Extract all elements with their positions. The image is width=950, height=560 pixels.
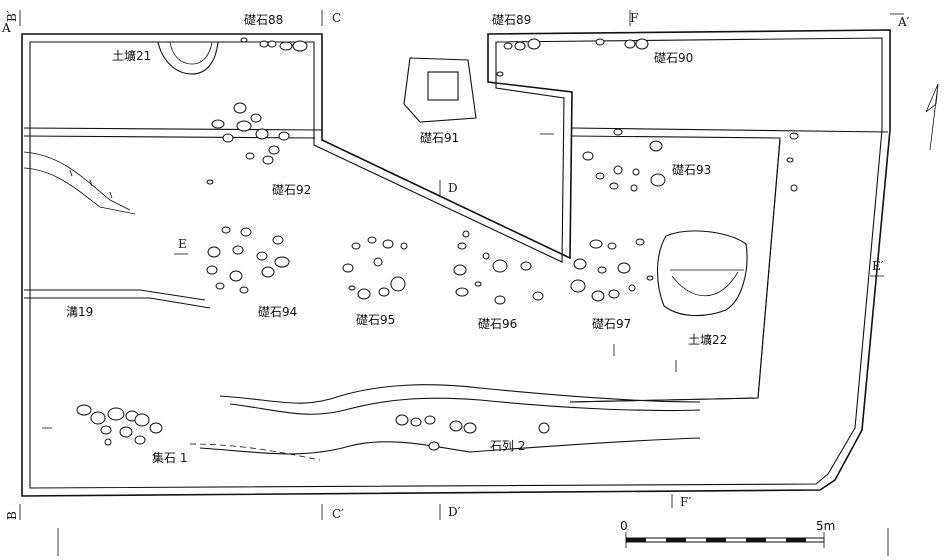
stones-90 — [595, 38, 649, 50]
section-d-mid: D — [448, 181, 458, 195]
ditch-lines — [23, 151, 136, 215]
label-sekiretsu-2: 石列 2 — [490, 439, 525, 453]
label-soseki-93: 礎石93 — [672, 163, 711, 177]
stones-sekiretsu-2 — [395, 414, 550, 451]
section-e: E — [178, 237, 187, 251]
scale-end-label: 5m — [816, 519, 835, 533]
stones-95 — [342, 236, 408, 300]
baulk-lines — [23, 127, 889, 403]
excavation-boundary — [21, 29, 891, 497]
foundation-stone-91 — [403, 57, 477, 123]
section-d-bottom: D′ — [448, 505, 461, 519]
stones-97 — [570, 238, 654, 302]
label-soseki-92: 礎石92 — [272, 183, 311, 197]
label-soseki-96: 礎石96 — [478, 317, 517, 331]
label-soseki-94: 礎石94 — [258, 305, 297, 319]
stones-93 — [582, 140, 666, 192]
scale-bar: 0 5m — [620, 519, 835, 548]
label-dokou-21: 土壙21 — [112, 48, 151, 63]
section-a: A — [1, 21, 11, 35]
section-c-top: C — [332, 11, 341, 25]
stones-shuseki-1 — [76, 404, 163, 446]
section-b-top: B′ — [5, 10, 19, 22]
pit-21 — [157, 41, 219, 75]
pit-22 — [657, 230, 748, 317]
label-soseki-95: 礎石95 — [356, 313, 395, 327]
stones-94 — [206, 226, 290, 294]
section-ticks — [19, 10, 904, 556]
stones-east-edge — [613, 128, 799, 192]
section-f-bottom: F′ — [680, 495, 691, 509]
stones-92 — [206, 102, 290, 185]
label-shuseki-1: 集石 1 — [152, 450, 187, 465]
label-soseki-90: 礎石90 — [654, 51, 693, 65]
label-mizo-19: 溝19 — [66, 305, 93, 319]
north-arrow-icon — [925, 83, 939, 151]
label-soseki-88: 礎石88 — [244, 13, 283, 27]
enclosure-east — [569, 139, 781, 403]
label-soseki-89: 礎石89 — [492, 13, 531, 27]
label-dokou-22: 土壙22 — [688, 332, 727, 347]
section-b-bottom: B — [5, 511, 19, 520]
stones-96 — [453, 230, 544, 305]
section-e-prime: E′ — [872, 259, 884, 273]
feature-labels: 礎石88 礎石89 礎石90 礎石91 礎石92 礎石93 礎石94 礎石95 … — [66, 13, 727, 465]
section-a-prime: A′ — [897, 15, 910, 29]
stones-88 — [240, 37, 308, 52]
stones-89 — [496, 38, 541, 77]
label-soseki-97: 礎石97 — [592, 317, 631, 331]
section-c-bottom: C′ — [332, 507, 344, 521]
label-soseki-91: 礎石91 — [420, 131, 459, 145]
section-f-top: F — [630, 11, 638, 25]
scale-start-label: 0 — [620, 519, 628, 533]
section-marks: A A′ B′ B C C′ D D′ E E′ F F′ — [1, 10, 910, 521]
stone-row-channel — [189, 384, 701, 461]
